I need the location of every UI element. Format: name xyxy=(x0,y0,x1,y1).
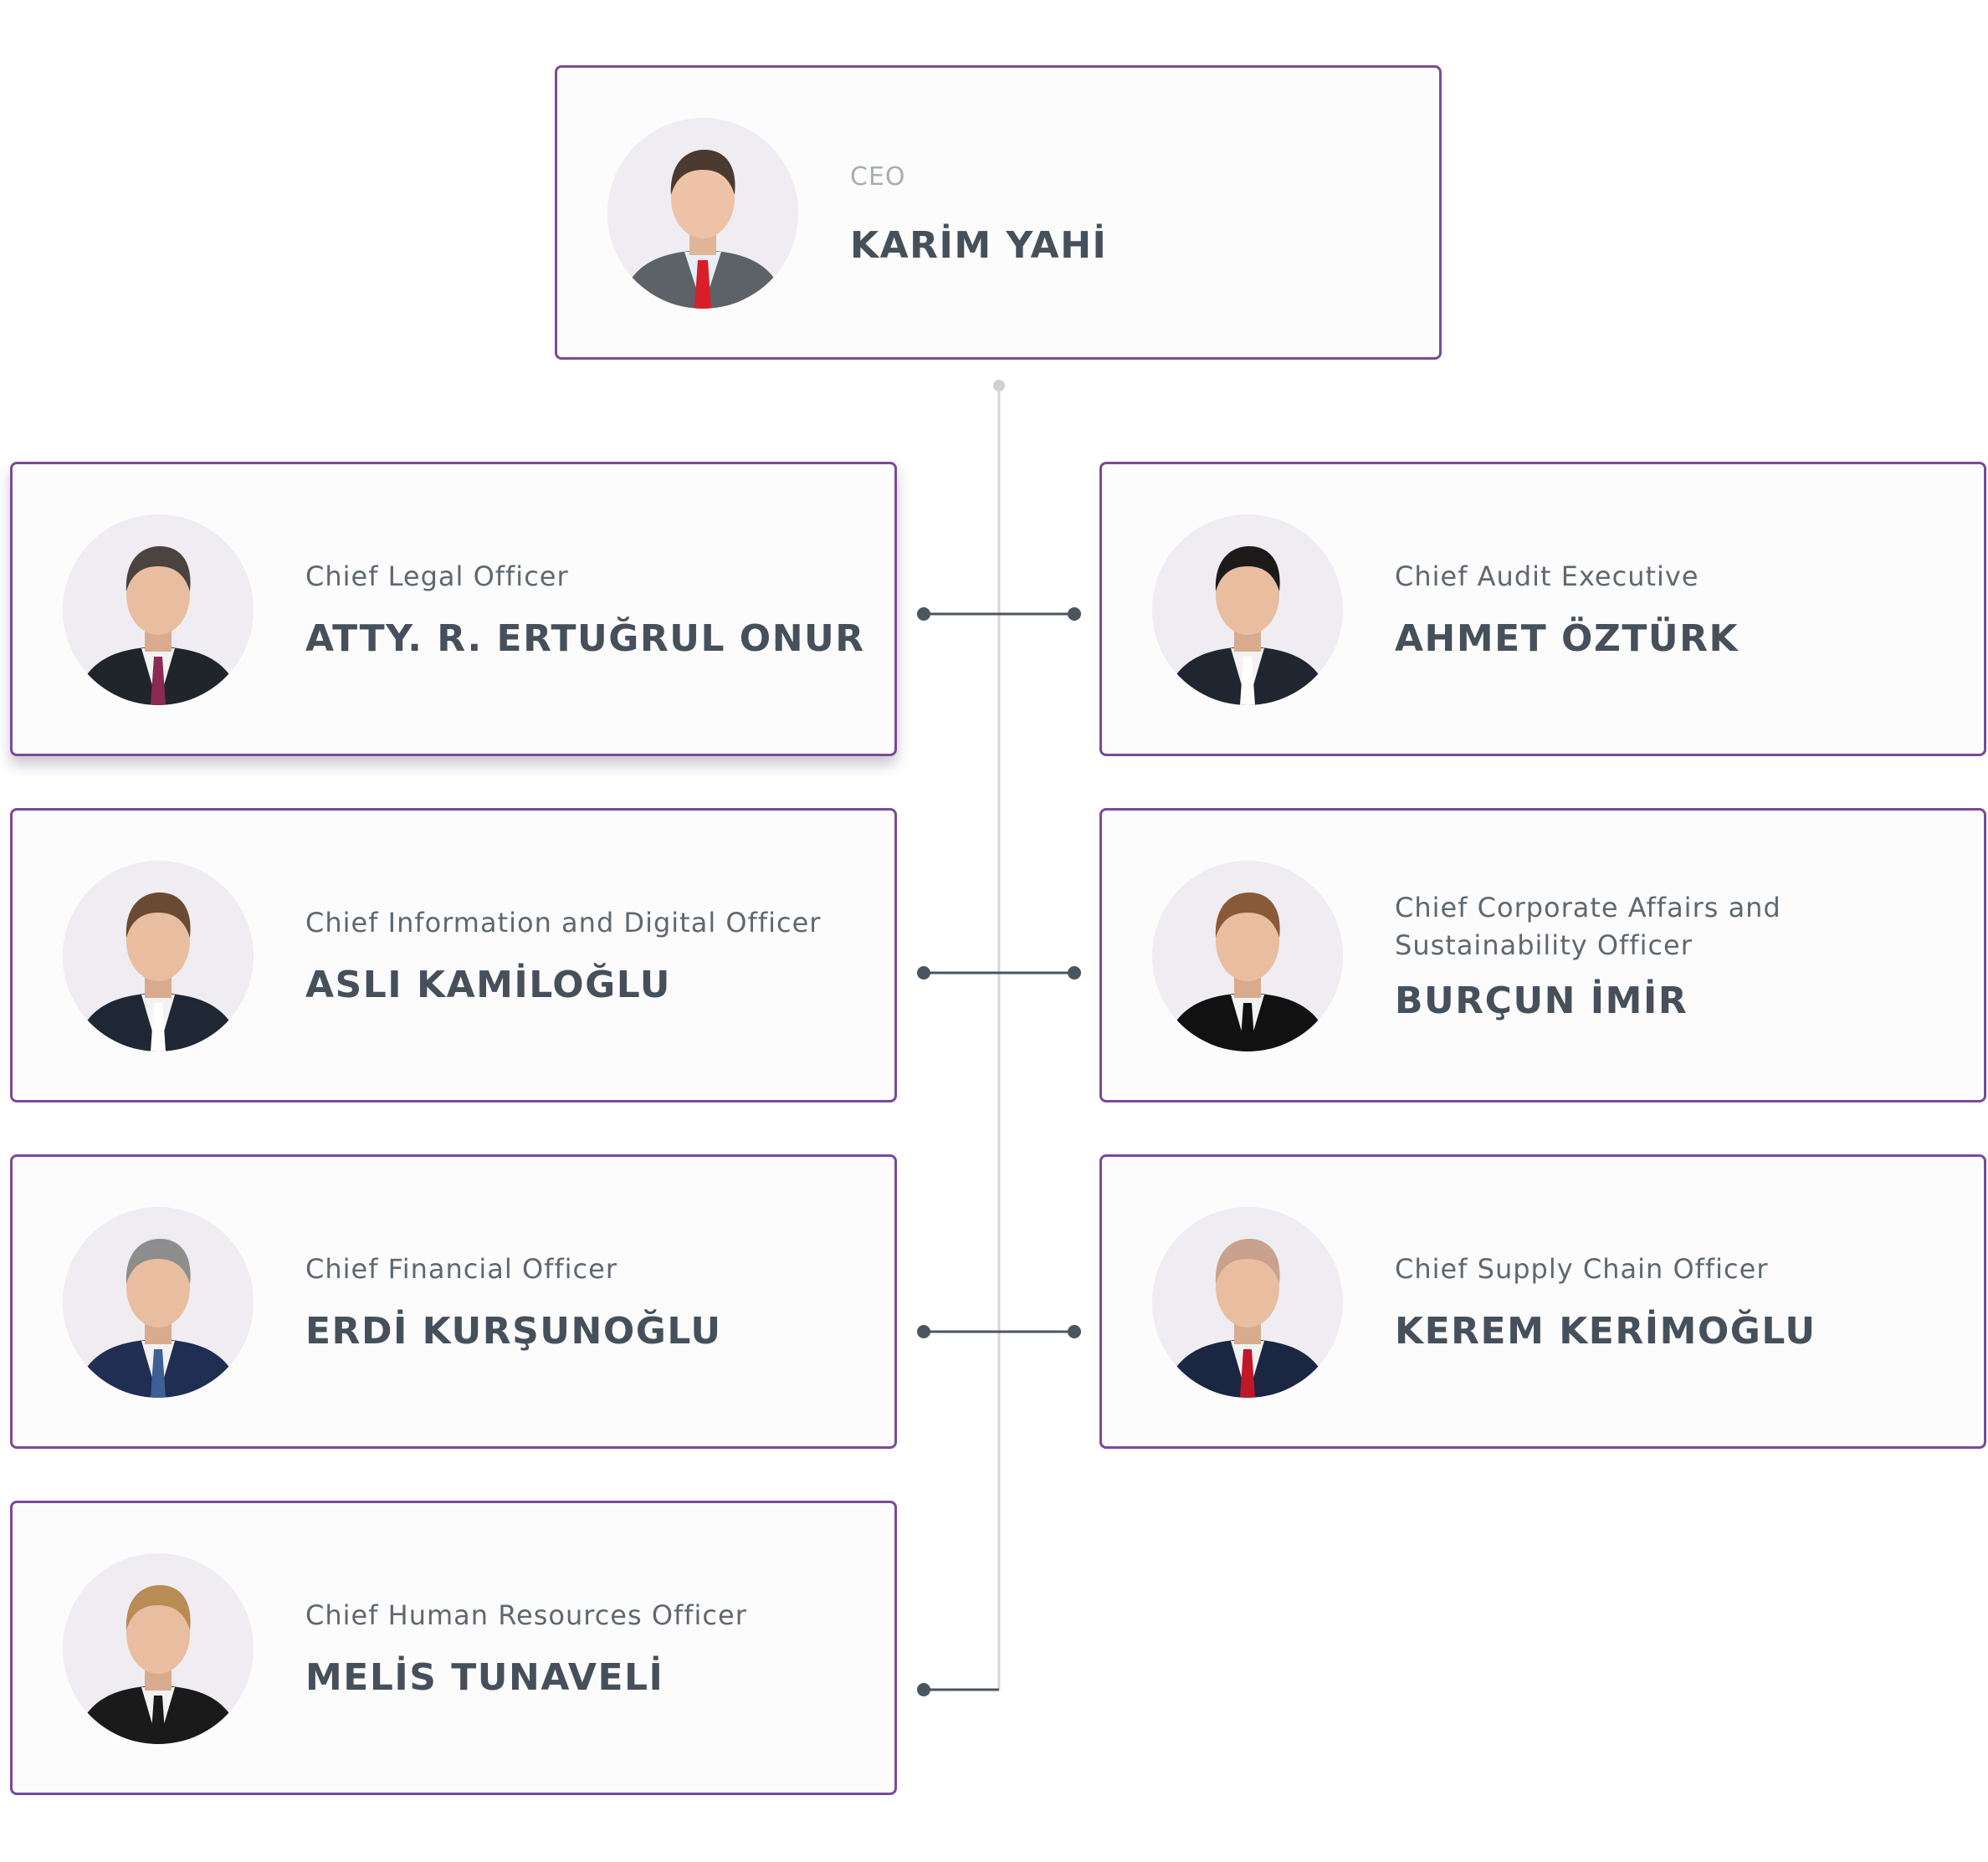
branch-row-1 xyxy=(917,607,1081,621)
person-portrait-icon xyxy=(607,118,798,309)
executive-avatar xyxy=(63,1207,254,1398)
executive-card-chief-human-resources-officer[interactable]: Chief Human Resources Officer MELİS TUNA… xyxy=(10,1501,897,1795)
person-portrait-icon xyxy=(63,1553,254,1744)
branch-dot-left xyxy=(917,607,930,621)
executive-name: ERDİ KURŞUNOĞLU xyxy=(305,1310,722,1353)
executive-name: KEREM KERİMOĞLU xyxy=(1395,1310,1816,1353)
executive-card-chief-financial-officer[interactable]: Chief Financial Officer ERDİ KURŞUNOĞLU xyxy=(10,1154,897,1449)
executive-avatar xyxy=(63,861,254,1051)
executive-name: ATTY. R. ERTUĞRUL ONUR xyxy=(305,617,865,660)
branch-row-3 xyxy=(917,1325,1081,1338)
executive-card-chief-legal-officer[interactable]: Chief Legal Officer ATTY. R. ERTUĞRUL ON… xyxy=(10,462,897,756)
executive-avatar xyxy=(63,1553,254,1744)
person-portrait-icon xyxy=(63,514,254,705)
executive-name: BURÇUN İMİR xyxy=(1395,979,1688,1022)
executive-role: Chief Supply Chain Officer xyxy=(1395,1253,1769,1285)
ceo-name: KARİM YAHİ xyxy=(850,224,1108,267)
branch-dot-left xyxy=(917,1683,930,1696)
executive-avatar xyxy=(1152,861,1343,1051)
ceo-avatar xyxy=(607,118,798,309)
branch-row-4 xyxy=(917,1683,999,1696)
executive-role: Chief Audit Executive xyxy=(1395,560,1699,592)
person-portrait-icon xyxy=(63,1207,254,1398)
executive-role: Chief Legal Officer xyxy=(305,560,569,592)
branch-dot-right xyxy=(1068,1325,1081,1338)
person-portrait-icon xyxy=(1152,861,1343,1051)
executive-card-chief-corporate-affairs-officer[interactable]: Chief Corporate Affairs and Sustainabili… xyxy=(1099,808,1986,1102)
executive-role: Chief Human Resources Officer xyxy=(305,1599,747,1631)
branch-row-2 xyxy=(917,966,1081,980)
branch-dot-left xyxy=(917,1325,930,1338)
executive-avatar xyxy=(63,514,254,705)
person-portrait-icon xyxy=(1152,1207,1343,1398)
executive-role: Chief Information and Digital Officer xyxy=(305,907,822,939)
person-portrait-icon xyxy=(1152,514,1343,705)
executive-name: MELİS TUNAVELİ xyxy=(305,1656,664,1699)
executive-role: Chief Corporate Affairs and Sustainabili… xyxy=(1395,891,1781,961)
person-portrait-icon xyxy=(63,861,254,1051)
executive-avatar xyxy=(1152,514,1343,705)
executive-avatar xyxy=(1152,1207,1343,1398)
executive-card-chief-supply-chain-officer[interactable]: Chief Supply Chain Officer KEREM KERİMOĞ… xyxy=(1099,1154,1986,1449)
executive-card-chief-audit-executive[interactable]: Chief Audit Executive AHMET ÖZTÜRK xyxy=(1099,462,1986,756)
executive-role: Chief Financial Officer xyxy=(305,1253,617,1285)
ceo-card[interactable]: CEO KARİM YAHİ xyxy=(555,65,1442,360)
ceo-role: CEO xyxy=(850,162,906,192)
executive-card-chief-information-and-digital-officer[interactable]: Chief Information and Digital Officer AS… xyxy=(10,808,897,1102)
executive-name: AHMET ÖZTÜRK xyxy=(1395,617,1740,660)
branch-dot-right xyxy=(1068,966,1081,980)
executive-name: ASLI KAMİLOĞLU xyxy=(305,964,671,1006)
branch-dot-right xyxy=(1068,607,1081,621)
branch-dot-left xyxy=(917,966,930,980)
